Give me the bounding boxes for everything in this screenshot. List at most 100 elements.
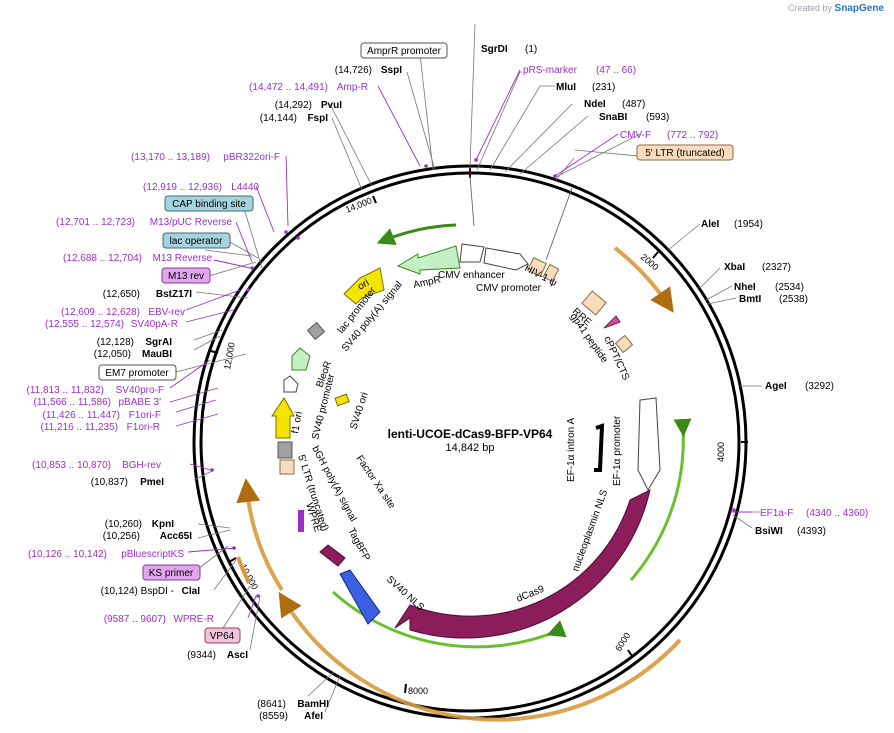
site-snabi: SnaBI xyxy=(599,112,628,123)
site-clai: ClaI xyxy=(182,586,201,597)
primer-sv40pro-f: SV40pro-F xyxy=(116,385,164,396)
label-sv40-nls: SV40 NLS xyxy=(384,574,426,614)
credit-prefix: Created by xyxy=(787,3,833,13)
primer-f1ori-r-pos: (11,216 .. 11,235) xyxy=(41,422,118,433)
sv40-ori-box xyxy=(334,393,350,407)
site-maubi-pos: (12,050) xyxy=(94,349,131,360)
tick-2000: 2000 xyxy=(639,252,661,273)
dcas9-arrow xyxy=(394,489,651,639)
site-bstz17i-pos: (12,650) xyxy=(103,289,140,300)
primer-l4440-pos: (12,919 .. 12,936) xyxy=(143,182,222,193)
primer-prs-marker: pRS-marker xyxy=(523,65,578,76)
site-sspi: SspI xyxy=(381,65,402,76)
primer-m13-reverse-pos: (12,688 .. 12,704) xyxy=(63,253,142,264)
tick-12000: 12,000 xyxy=(222,341,237,370)
label-cmv-promoter: CMV promoter xyxy=(476,283,542,294)
site-pvui-pos: (14,292) xyxy=(275,100,312,111)
site-afei-pos: (8559) xyxy=(259,711,288,722)
site-xbai-pos: (2327) xyxy=(762,262,791,273)
primer-cmv-f: CMV-F xyxy=(620,130,651,141)
bleor-arrow xyxy=(291,347,311,371)
f1-ori-arrow xyxy=(271,397,295,439)
site-kpni: KpnI xyxy=(152,519,174,530)
label-f1-ori: f1 ori xyxy=(290,411,305,435)
primer-f1ori-f-pos: (11,426 .. 11,447) xyxy=(43,410,120,421)
gp41-peptide xyxy=(603,315,621,329)
site-clai-pos: (10,124) BspDI - xyxy=(101,586,174,597)
site-alei: AleI xyxy=(701,219,720,230)
primer-prs-marker-pos: (47 .. 66) xyxy=(596,65,636,76)
primer-l4440: L4440 xyxy=(231,182,259,193)
site-maubi: MauBI xyxy=(142,349,172,360)
site-ndei: NdeI xyxy=(584,99,606,110)
rre-box xyxy=(581,290,607,316)
primer-bgh-rev: BGH-rev xyxy=(122,460,161,471)
boxed-labels: AmprR promoter 5' LTR (truncated) CAP bi… xyxy=(98,42,734,644)
primer-ebv-rev: EBV-rev xyxy=(148,307,185,318)
primer-m13-puc-reverse-pos: (12,701 .. 12,723) xyxy=(56,217,135,228)
ampr-arrow xyxy=(396,245,461,275)
site-agei-pos: (3292) xyxy=(805,381,834,392)
site-bsiwi-pos: (4393) xyxy=(797,526,826,537)
primer-pbabe3: pBABE 3' xyxy=(119,397,162,408)
primer-f1ori-f: F1ori-F xyxy=(129,410,161,421)
box-vp64: VP64 xyxy=(210,631,235,642)
primer-m13-puc-reverse: M13/pUC Reverse xyxy=(150,217,233,228)
site-bmti-pos: (2538) xyxy=(779,294,808,305)
site-agei: AgeI xyxy=(765,381,787,392)
box-m13-rev: M13 rev xyxy=(168,271,204,282)
cmv-promoter-arrow xyxy=(483,247,529,271)
sv40-nls-arrow xyxy=(339,569,381,625)
primer-leader-lines xyxy=(169,69,752,619)
site-bsiwi: BsiWI xyxy=(755,526,783,537)
label-ampr: AmpR xyxy=(412,274,441,291)
box-lac-operator: lac operator xyxy=(170,236,223,247)
primer-wpre-r-pos: (9587 .. 9607) xyxy=(104,614,166,625)
site-sgrdi-pos: (1) xyxy=(525,44,537,55)
wpre-box xyxy=(298,510,304,532)
hiv-psi-box-1 xyxy=(527,257,547,277)
site-labels-right: SgrDI (1) MluI (231) NdeI (487) SnaBI (5… xyxy=(481,44,834,537)
site-sspi-pos: (14,726) xyxy=(335,65,372,76)
ltr-box xyxy=(279,459,295,475)
site-sgrai: SgrAI xyxy=(145,337,172,348)
box-5ltr: 5' LTR (truncated) xyxy=(645,148,725,159)
site-mlui-pos: (231) xyxy=(592,82,615,93)
label-factor-xa: Factor Xa site xyxy=(354,454,398,512)
label-cmv-enhancer: CMV enhancer xyxy=(438,270,505,281)
primer-cmv-f-pos: (772 .. 792) xyxy=(667,130,718,141)
site-bamhi-pos: (8641) xyxy=(257,699,286,710)
primer-amp-r: Amp-R xyxy=(337,82,368,93)
site-nhei: NheI xyxy=(734,282,756,293)
site-sgrdi: SgrDI xyxy=(481,44,508,55)
site-pvui: PvuI xyxy=(321,100,342,111)
site-nhei-pos: (2534) xyxy=(775,282,804,293)
site-pmei: PmeI xyxy=(140,477,164,488)
plasmid-name: lenti-UCOE-dCas9-BFP-VP64 xyxy=(388,427,553,441)
label-ef1a-promoter: EF-1α promoter xyxy=(612,415,623,486)
site-bstz17i: BstZ17I xyxy=(156,289,192,300)
annotation-arcs xyxy=(236,223,692,722)
site-afei: AfeI xyxy=(304,711,323,722)
primer-f1ori-r: F1ori-R xyxy=(127,422,160,433)
sv40-polya-box xyxy=(306,321,326,341)
ori-arrow xyxy=(343,267,385,305)
ef1a-promoter xyxy=(637,397,661,492)
site-labels-left: AfeI (8559) BamHI (8641) AscI (9344) Cla… xyxy=(91,65,402,722)
tagbfp-arrow xyxy=(319,544,346,567)
primer-labels: pRS-marker (47 .. 66) CMV-F (772 .. 792)… xyxy=(27,65,869,625)
primer-ef1a-f-pos: (4340 .. 4360) xyxy=(806,508,868,519)
primer-pbabe3-pos: (11,566 .. 11,586) xyxy=(34,397,111,408)
hiv-psi-box-2 xyxy=(542,263,560,283)
label-sv40-ori: SV40 ori xyxy=(348,391,370,431)
primer-m13-reverse: M13 Reverse xyxy=(153,253,213,264)
site-snabi-pos: (593) xyxy=(646,112,669,123)
box-ks-primer: KS primer xyxy=(149,568,194,579)
sv40-promoter-arrow xyxy=(283,375,299,393)
label-ef1a-intron: EF-1α intron A xyxy=(566,418,577,482)
bgh-box xyxy=(277,441,293,459)
site-acc65i: Acc65I xyxy=(160,531,192,542)
site-bamhi: BamHI xyxy=(297,699,329,710)
site-mlui: MluI xyxy=(556,82,576,93)
